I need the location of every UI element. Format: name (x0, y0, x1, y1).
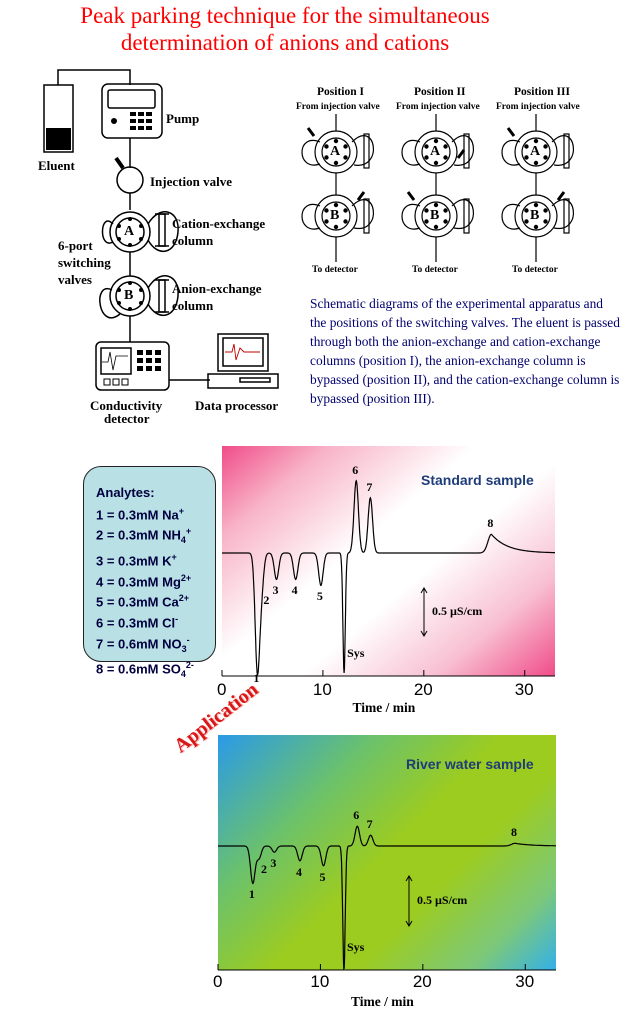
page-title: Peak parking technique for the simultane… (0, 2, 570, 56)
position-3-from: From injection valve (496, 102, 580, 112)
x-tick-label: 20 (412, 972, 432, 991)
position-3-valve-a: A (530, 144, 541, 159)
position-1-valve-b: B (330, 208, 340, 223)
data-processor-label: Data processor (195, 398, 279, 413)
position-3-valve-b: B (530, 208, 540, 223)
anion-column-label-2: column (172, 298, 214, 313)
injection-valve-label: Injection valve (150, 174, 232, 189)
peak-label: 1 (248, 887, 255, 902)
position-2-to: To detector (412, 265, 458, 275)
x-tick-label: 0 (213, 972, 223, 991)
standard-sample-plot (222, 446, 555, 676)
peak-label: 2 (260, 862, 267, 877)
peak-label: Sys (346, 940, 365, 954)
scale-bar-label: 0.5 µS/cm (432, 604, 483, 618)
figure-caption: Schematic diagrams of the experimental a… (310, 296, 620, 406)
position-2-valve-b: B (430, 208, 440, 223)
peak-label: 7 (366, 479, 373, 494)
scale-bar-arrow (420, 587, 428, 637)
position-3-title: Position III (514, 86, 570, 98)
peak-label: 7 (366, 817, 373, 832)
position-1-valve-a: A (330, 144, 341, 159)
position-1-to: To detector (312, 265, 358, 275)
switching-label-2: switching (58, 255, 111, 270)
analyte-item: 3 = 0.3mM K+ (96, 551, 177, 569)
analytes-legend: Analytes: 1 = 0.3mM Na+ 2 = 0.3mM NH4+ 3 =… (83, 466, 216, 679)
position-1-title: Position I (317, 86, 364, 98)
switching-label-1: 6-port (58, 238, 93, 253)
peak-label: 6 (352, 462, 359, 477)
position-diagram-2 (401, 114, 475, 262)
peak-label: Sys (347, 646, 365, 660)
scale-bar-label: 0.5 µS/cm (417, 893, 468, 907)
position-2-valve-a: A (430, 144, 441, 159)
x-tick-label: 30 (514, 680, 534, 699)
x-tick-label: 0 (217, 680, 227, 699)
detector-label-2: detector (104, 411, 150, 426)
peak-label: 8 (511, 825, 518, 840)
analyte-item: 5 = 0.3mM Ca2+ (96, 593, 190, 610)
standard-sample-title: Standard sample (421, 472, 534, 488)
monitor (217, 333, 269, 372)
valve-b-label: B (124, 288, 134, 303)
position-diagram-3 (501, 114, 575, 262)
analyte-item: 2 = 0.3mM NH4+ (96, 526, 192, 546)
chromatogram-trace-2 (218, 825, 556, 971)
position-diagram-1 (301, 114, 375, 262)
title-line-2: determination of anions and cations (120, 30, 450, 55)
scale-bar-arrow (405, 875, 413, 927)
analyte-item: 8 = 0.6mM SO42- (96, 660, 194, 680)
peak-label: 1 (253, 671, 260, 685)
x-tick-label: 30 (515, 972, 535, 991)
peak-label: 4 (295, 864, 302, 879)
river-sample-title: River water sample (406, 756, 534, 772)
pump-label: Pump (166, 111, 200, 126)
title-line-1: Peak parking technique for the simultane… (80, 3, 490, 28)
position-1-from: From injection valve (296, 102, 380, 112)
analyte-item: 6 = 0.3mM Cl- (96, 614, 179, 631)
analyte-item: 4 = 0.3mM Mg2+ (96, 572, 192, 589)
detector-label-1: Conductivity (90, 398, 163, 413)
peak-label: 5 (316, 589, 323, 604)
switching-label-3: valves (58, 272, 92, 287)
x-axis-label: Time / min (351, 994, 414, 1009)
x-tick-label: 20 (413, 680, 433, 699)
chromatogram-trace-1 (222, 479, 555, 677)
x-tick-label: 10 (310, 972, 330, 991)
x-axis-label: Time / min (352, 700, 416, 715)
position-3-to: To detector (512, 265, 558, 275)
peak-label: 6 (353, 808, 360, 823)
peak-label: 3 (272, 583, 279, 598)
position-2-title: Position II (414, 86, 466, 98)
analyte-item: 7 = 0.6mM NO3- (96, 635, 190, 654)
analyte-item: 1 = 0.3mM Na+ (96, 505, 185, 522)
peak-label: 4 (291, 583, 298, 598)
pump-body (101, 83, 163, 139)
analytes-heading: Analytes: (96, 485, 155, 500)
peak-label: 5 (319, 869, 326, 884)
position-2-from: From injection valve (396, 102, 480, 112)
peak-label: 8 (487, 516, 494, 531)
eluent-label: Eluent (38, 158, 75, 173)
valve-a-label: A (124, 224, 135, 239)
peak-label: 2 (263, 593, 270, 607)
anion-column-label-1: Anion-exchange (172, 281, 262, 296)
x-tick-label: 10 (312, 680, 332, 699)
cation-column-label-1: Cation-exchange (172, 216, 266, 231)
peak-label: 3 (270, 856, 277, 871)
cation-column-label-2: column (172, 233, 214, 248)
detector-body (95, 341, 170, 391)
